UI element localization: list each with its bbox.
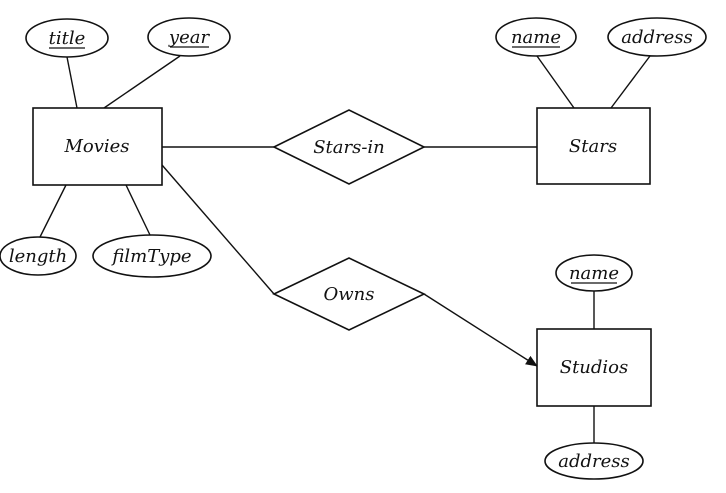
edge-owns-studios <box>423 293 538 367</box>
attribute-stars-name: name <box>495 17 577 57</box>
entity-movies-label: Movies <box>63 136 129 157</box>
relationship-owns: Owns <box>272 257 426 331</box>
attribute-movies-year-label: year <box>168 27 211 48</box>
attribute-studios-address-label: address <box>558 451 630 472</box>
attribute-stars-address-label: address <box>621 27 693 48</box>
edge-stars-address <box>610 55 651 109</box>
attribute-movies-length-label: length <box>9 246 67 267</box>
edge-movies-owns <box>161 164 275 295</box>
entity-studios-label: Studios <box>560 357 629 378</box>
attribute-movies-filmtype-label: filmType <box>110 246 191 267</box>
relationship-owns-label: Owns <box>324 284 375 305</box>
attribute-stars-name-label: name <box>511 27 561 48</box>
attribute-studios-address: address <box>544 442 644 480</box>
attribute-movies-title-label: title <box>49 28 86 49</box>
edge-movies-title <box>66 56 78 109</box>
attribute-movies-year: year <box>147 17 231 57</box>
attribute-studios-name-label: name <box>569 263 619 284</box>
relationship-stars-in: Stars-in <box>272 109 426 185</box>
relationship-stars-in-label: Stars-in <box>313 137 385 158</box>
attribute-movies-title: title <box>25 18 109 58</box>
entity-movies: Movies <box>32 107 163 186</box>
entity-stars-label: Stars <box>569 136 617 157</box>
edge-stars-name <box>536 55 575 109</box>
entity-studios: Studios <box>536 328 652 407</box>
attribute-stars-address: address <box>607 17 707 57</box>
edge-movies-filmtype <box>125 184 151 236</box>
connectors <box>39 55 651 443</box>
attribute-movies-length: length <box>0 236 77 276</box>
edge-movies-year <box>103 55 181 109</box>
attribute-studios-name: name <box>555 254 633 292</box>
entity-stars: Stars <box>536 107 651 185</box>
edge-movies-length <box>39 184 67 238</box>
attribute-movies-filmtype: filmType <box>92 234 212 278</box>
